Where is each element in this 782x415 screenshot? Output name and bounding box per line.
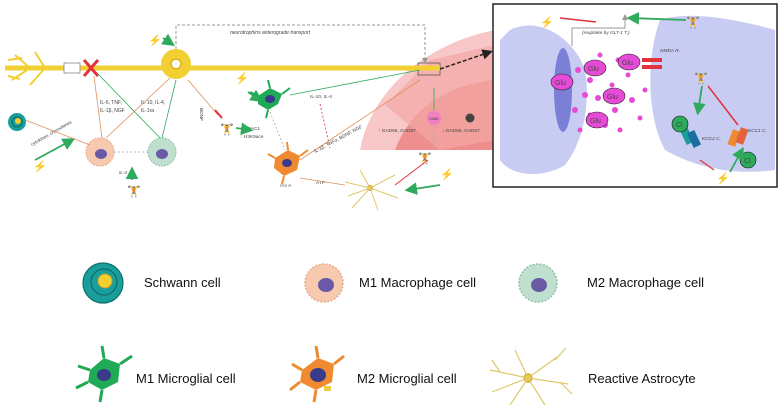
kcc2-label: KCC2 C. <box>702 136 721 142</box>
exercise-icon: 🏋 <box>694 72 708 85</box>
legend-icon-m2-microglia <box>289 345 345 403</box>
legend-m1-macrophage: M1 Macrophage cell <box>359 275 477 290</box>
legend-icon-m1-macrophage <box>304 263 344 303</box>
synapse-zoom-panel: Glu Glu Glu Glu Glu NMDA R. (reuptake by… <box>492 3 778 188</box>
gaba-label: GABA <box>429 117 439 121</box>
glu-label: Glu <box>590 118 601 125</box>
left-arrows <box>24 73 177 180</box>
glu-label: Glu <box>607 94 618 101</box>
m1-cytokines-line2: IL-1β, NGF <box>100 108 125 114</box>
legend-m2-macrophage: M2 Macrophage cell <box>587 275 705 290</box>
m2-cytokines-line1: IL-10, IL-4, <box>141 100 165 106</box>
sensory-neuron <box>5 24 440 86</box>
il4-label: IL-4 <box>119 170 127 175</box>
kcc1-cotransporter <box>727 127 749 147</box>
exercise-icon: 🏋 <box>127 185 141 198</box>
inhibition-bar <box>214 109 223 119</box>
legend-astrocyte: Reactive Astrocyte <box>588 371 696 386</box>
injury-x-icon <box>82 59 100 77</box>
exercise-icon: 🏋 <box>686 16 700 29</box>
glu-label: Glu <box>555 80 566 87</box>
cl-label: Cl <box>744 158 751 165</box>
spinal-cord <box>360 30 495 150</box>
lightning-icon: ⚡ <box>235 72 249 85</box>
m2-microglia-small <box>267 141 309 185</box>
m1-microglia-small <box>249 79 291 119</box>
legend-m1-microglia: M1 Microglial cell <box>136 371 236 386</box>
m2-cytokines-line2: IL-1ra <box>141 108 154 114</box>
inflammatory-label: IL-1β, TNFα, BDNF, NGF <box>313 124 363 155</box>
lightning-icon: ⚡ <box>716 172 730 185</box>
legend-schwann-cell: Schwann cell <box>144 275 221 290</box>
kcc2-cotransporter <box>679 127 702 148</box>
lightning-icon: ⚡ <box>540 16 554 29</box>
transport-label: neurotrophins anterograde transport <box>230 30 311 36</box>
neuron-dot <box>465 113 475 123</box>
cl-label: Cl <box>676 122 683 129</box>
gad-down-label: ↓ GAD65, GAD67 <box>442 128 480 134</box>
p2x4-label: P2X R. <box>280 184 292 188</box>
lightning-icon: ⚡ <box>148 34 162 47</box>
legend-icon-astrocyte <box>489 347 573 406</box>
reuptake-label: (reuptake by GLT-1 T.) <box>582 30 630 36</box>
zoom-arrow <box>439 49 493 70</box>
glu-label: Glu <box>588 66 599 73</box>
postsynaptic-membrane <box>650 15 775 172</box>
gad-up-label: ↑ GAD65, GAD67 <box>378 128 416 134</box>
schwann-cell-small <box>8 113 26 131</box>
legend-icon-schwann <box>82 262 124 304</box>
glu-molecules <box>550 53 641 129</box>
lightning-icon: ⚡ <box>440 168 454 181</box>
kcc1-label: KCC1 C. <box>748 128 767 134</box>
nerve-injury-site <box>63 62 81 74</box>
legend-m2-microglia: M2 Microglial cell <box>357 371 457 386</box>
gaba-interneuron <box>427 111 441 125</box>
bdnf-label: BDNF <box>198 108 204 121</box>
legend-icon-m1-microglia <box>75 345 133 403</box>
arrow <box>161 33 175 46</box>
h3k-label: ↑ H3K9ace <box>240 134 264 140</box>
exercise-icon: 🏋 <box>220 123 234 136</box>
atp-label: ATP <box>316 180 325 186</box>
nmda-label: NMDA R. <box>660 48 680 54</box>
m1-cytokines-line1: IL-6, TNF, <box>100 100 122 106</box>
legend-icon-m2-macrophage <box>518 263 558 303</box>
lightning-icon: ⚡ <box>33 160 47 173</box>
il10-il4-label: IL-10, IL-4 <box>310 94 332 100</box>
m1-macrophage-small <box>85 137 115 167</box>
exercise-icon: 🏋 <box>418 152 432 165</box>
nmda-receptor <box>642 58 662 69</box>
m2-macrophage-small <box>147 137 177 167</box>
glu-label: Glu <box>622 60 633 67</box>
reactive-astrocyte-small <box>344 169 399 211</box>
chloride-ion <box>671 115 689 133</box>
